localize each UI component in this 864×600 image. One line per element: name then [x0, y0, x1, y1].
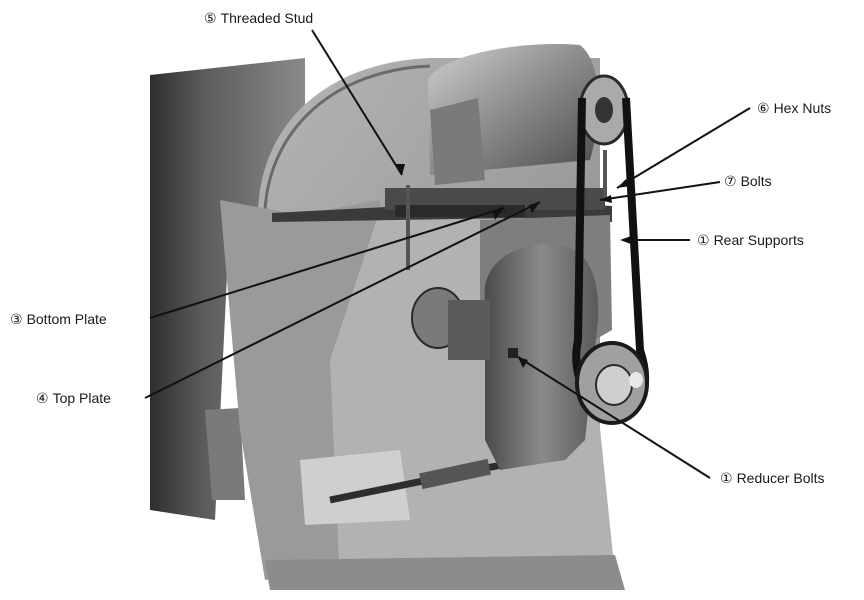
motor	[428, 44, 630, 185]
leader-threaded-stud	[311, 29, 403, 176]
callout-text: Reducer Bolts	[736, 470, 825, 486]
arrowhead-top-plate	[529, 202, 540, 213]
leader-reducer-bolts	[517, 356, 711, 479]
housing-foot	[205, 408, 245, 500]
arrowhead-reducer-bolts	[518, 357, 528, 368]
frame-bottom	[265, 555, 625, 590]
callout-number: ④	[36, 390, 49, 406]
arrowhead-threaded-stud	[396, 164, 405, 175]
wheel-rim	[263, 64, 431, 211]
arrowhead-bolts	[600, 195, 612, 203]
lower-pulley-inner	[595, 364, 633, 406]
leader-top-plate	[144, 201, 541, 399]
mounting-plates	[272, 150, 612, 270]
motor-pulley-hub	[595, 97, 613, 123]
callout-number: ⑥	[757, 100, 770, 116]
callout-text: Threaded Stud	[220, 10, 314, 26]
reducer-body	[484, 244, 599, 470]
callout-number: ①	[697, 232, 710, 248]
leader-bolts	[599, 181, 721, 201]
leader-lines	[144, 29, 751, 479]
frame-brace	[300, 450, 410, 525]
reducer-bolt-marker	[508, 348, 518, 358]
callout-number: ③	[10, 311, 23, 327]
lower-pulley-hub	[629, 372, 643, 388]
callout-text: Bottom Plate	[26, 311, 107, 327]
callout-number: ⑤	[204, 10, 217, 26]
arrowhead-rear-supports	[620, 236, 631, 244]
motor-terminal-box	[430, 98, 485, 185]
belt-drive	[572, 97, 650, 425]
input-shaft	[448, 300, 490, 360]
leader-bottom-plate	[149, 207, 505, 319]
callout-text: Rear Supports	[713, 232, 804, 248]
arrowhead-hex-nuts	[617, 179, 631, 188]
bottom-plate-shape	[395, 205, 525, 217]
arrowhead-bottom-plate	[493, 208, 504, 220]
leader-hex-nuts	[616, 107, 751, 189]
callout-number: ①	[720, 470, 733, 486]
callout-text: Top Plate	[52, 390, 111, 406]
top-plate-shape	[385, 188, 605, 210]
callout-number: ⑦	[724, 173, 737, 189]
turnbuckle-body	[419, 458, 491, 490]
callout-text: Bolts	[740, 173, 772, 189]
callout-text: Hex Nuts	[773, 100, 832, 116]
